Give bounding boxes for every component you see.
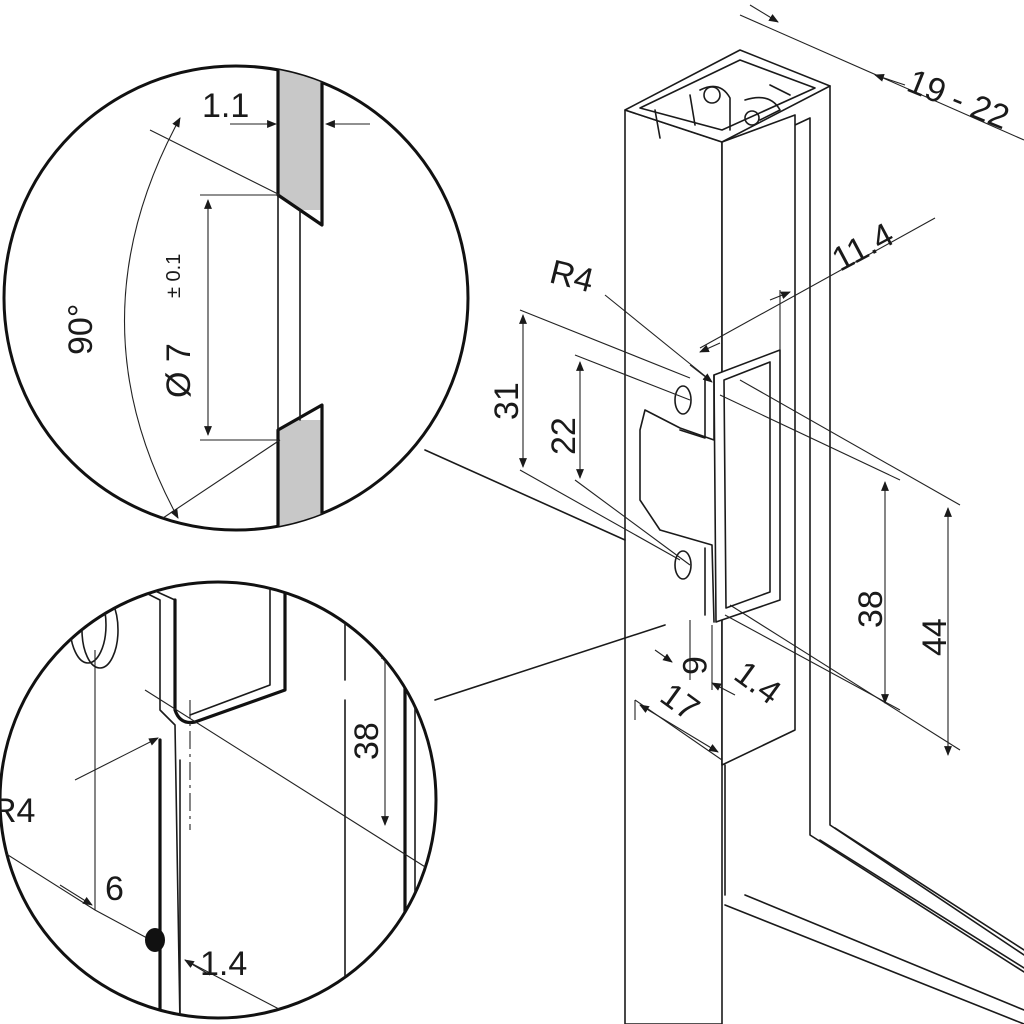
dim-profile-width: 19 - 22: [902, 62, 1014, 137]
mounting-hole-upper: [674, 385, 692, 415]
dim-plate-height: 44: [916, 618, 954, 656]
detail-bottom-edge-offset: 6: [105, 870, 124, 908]
leader-line-bottom: [434, 624, 666, 701]
detail-top: [2, 64, 470, 532]
frame-outline: [794, 85, 1024, 956]
leader-line-top: [424, 449, 626, 541]
main-profile-view: [519, 4, 1024, 1024]
dim-radius: R4: [546, 253, 597, 300]
dim-hole-spacing-outer: 31: [488, 382, 526, 420]
dim-slot-width: 11.4: [826, 216, 900, 279]
profile-top: [624, 49, 831, 143]
detail-top-hole-diameter: Ø 7: [160, 343, 198, 398]
detail-bottom-radius: R4: [0, 792, 35, 830]
detail-top-angle: 90°: [62, 304, 100, 355]
detail-top-thickness: 1.1: [202, 87, 249, 125]
detail-bottom: [0, 580, 438, 1020]
strike-plate: [713, 349, 781, 623]
detail-bottom-slot-height: 38: [348, 722, 386, 760]
detail-bottom-thickness: 1.4: [200, 945, 247, 983]
dim-slot-height: 38: [852, 590, 890, 628]
detail-top-hole-tolerance: ± 0.1: [163, 254, 185, 298]
dim-edge-offset: 6: [675, 656, 713, 675]
mounting-hole-lower: [674, 550, 692, 580]
dim-hole-spacing-inner: 22: [545, 417, 583, 455]
profile-front-face: [624, 109, 723, 1024]
